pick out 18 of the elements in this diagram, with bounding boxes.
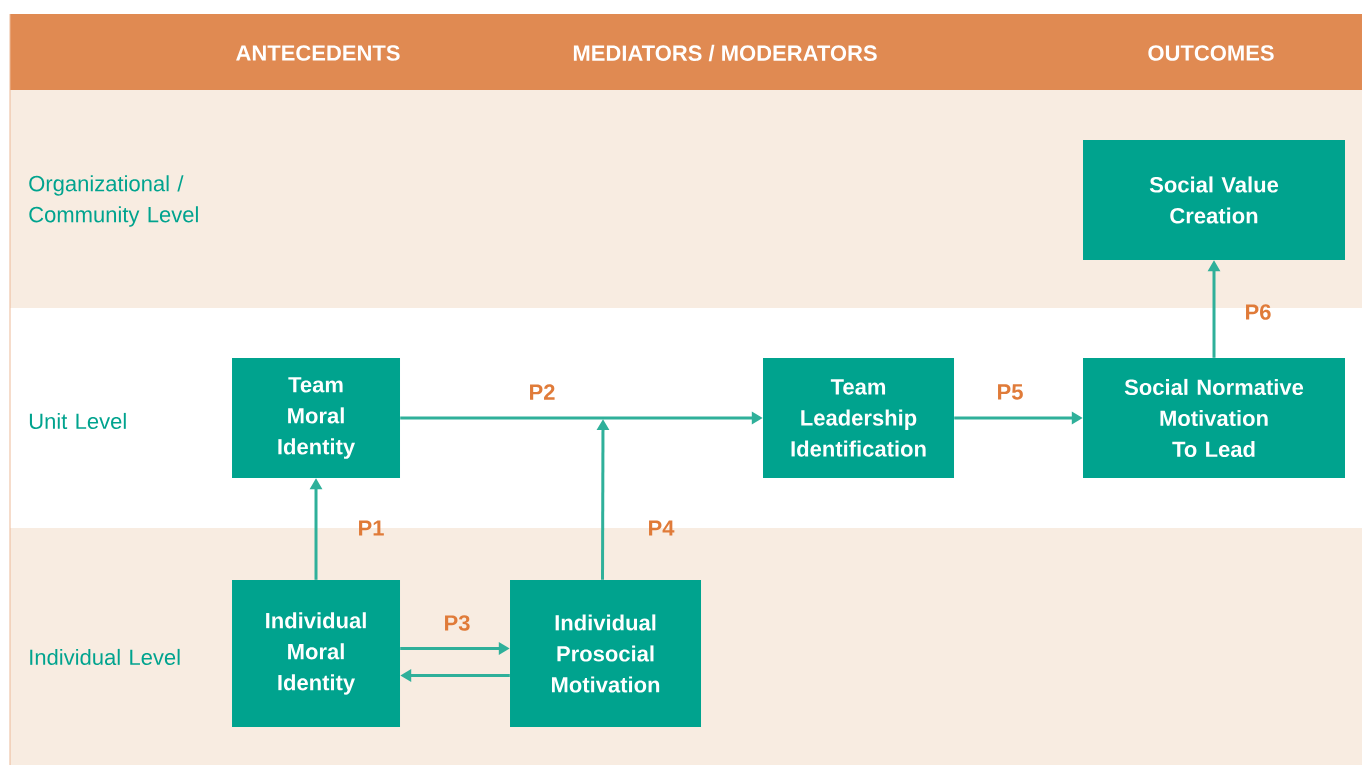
- process-box: Team Leadership Identification: [763, 358, 954, 478]
- edge-label: P1: [359, 520, 384, 536]
- row-label: Organizational / Community Level: [29, 175, 198, 227]
- edge-label: P5: [998, 384, 1023, 400]
- row-label: Individual Level: [30, 648, 180, 666]
- column-heading: MEDIATORS / MODERATORS: [573, 44, 877, 62]
- process-box: Individual Prosocial Motivation: [510, 580, 701, 727]
- column-heading: ANTECEDENTS: [236, 45, 400, 61]
- process-box: Social Value Creation: [1083, 140, 1345, 260]
- edge-label: P3: [445, 615, 470, 631]
- edge-label: P2: [530, 384, 555, 400]
- column-heading: OUTCOMES: [1148, 45, 1274, 61]
- row-label: Unit Level: [29, 412, 126, 430]
- edge-label: P4: [649, 520, 675, 536]
- process-box: Team Moral Identity: [232, 358, 400, 478]
- process-box: Individual Moral Identity: [232, 580, 400, 727]
- edge-label: P6: [1246, 304, 1271, 320]
- process-box: Social Normative Motivation To Lead: [1083, 358, 1345, 478]
